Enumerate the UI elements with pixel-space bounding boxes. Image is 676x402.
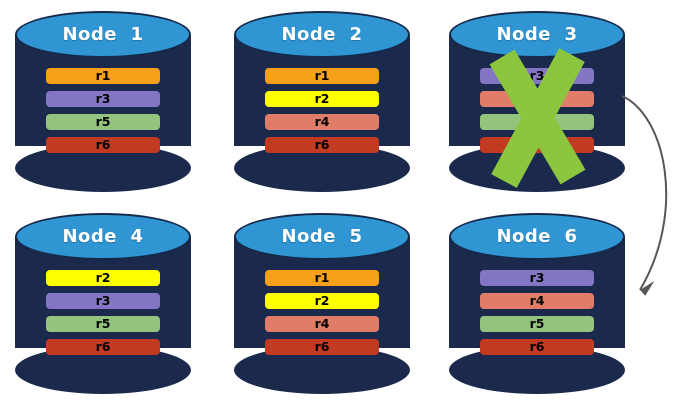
- replica-bar: r3: [480, 68, 594, 84]
- replica-bar: r4: [480, 293, 594, 309]
- replica-bar: r3: [46, 293, 160, 309]
- node-4-cylinder: Node 4 r2 r3 r5 r6: [15, 213, 191, 394]
- cylinder-top: Node 1: [15, 11, 191, 58]
- replica-label: r6: [529, 338, 545, 354]
- replica-bar: r3: [46, 91, 160, 107]
- replica-bar: r1: [265, 270, 379, 286]
- replica-label: r3: [529, 269, 545, 285]
- replica-label: r1: [314, 67, 330, 83]
- node-2-cylinder: Node 2 r1 r2 r4 r6: [234, 11, 410, 192]
- replica-bar: r6: [265, 137, 379, 153]
- replica-bar: r5: [46, 114, 160, 130]
- replica-list: r3: [480, 68, 594, 153]
- node-title: Node 5: [281, 226, 363, 247]
- node-1-cylinder: Node 1 r1 r3 r5 r6: [15, 11, 191, 192]
- node-title: Node 4: [62, 226, 144, 247]
- replica-label: r2: [314, 90, 330, 106]
- replica-bar: r2: [265, 91, 379, 107]
- node-title: Node 6: [496, 226, 578, 247]
- replica-label: r6: [95, 338, 111, 354]
- cylinder-top: Node 3: [449, 11, 625, 58]
- node-5-cylinder: Node 5 r1 r2 r4 r6: [234, 213, 410, 394]
- replica-bar: r6: [46, 339, 160, 355]
- replica-bar: r5: [480, 316, 594, 332]
- replica-label: r3: [95, 90, 111, 106]
- replica-bar: r6: [480, 339, 594, 355]
- replica-bar: [480, 91, 594, 107]
- replica-list: r1 r2 r4 r6: [265, 270, 379, 355]
- replica-label: r1: [95, 67, 111, 83]
- replica-label: r4: [314, 315, 330, 331]
- node-6-cylinder: Node 6 r3 r4 r5 r6: [449, 213, 625, 394]
- cylinder-top: Node 5: [234, 213, 410, 260]
- node-title: Node 3: [496, 24, 578, 45]
- replica-bar: r4: [265, 316, 379, 332]
- replica-label: r4: [529, 292, 545, 308]
- replica-bar: r1: [265, 68, 379, 84]
- replica-bar: r4: [265, 114, 379, 130]
- replica-bar: r2: [46, 270, 160, 286]
- replica-label: r2: [95, 269, 111, 285]
- replica-bar: [480, 137, 594, 153]
- replica-label: r6: [95, 136, 111, 152]
- replica-list: r3 r4 r5 r6: [480, 270, 594, 355]
- replica-label: r3: [95, 292, 111, 308]
- replica-bar: r2: [265, 293, 379, 309]
- replica-label: r5: [95, 113, 111, 129]
- node-3-cylinder: Node 3 r3: [449, 11, 625, 192]
- replica-bar: r1: [46, 68, 160, 84]
- node-title: Node 2: [281, 24, 363, 45]
- cylinder-top: Node 4: [15, 213, 191, 260]
- replica-label: r1: [314, 269, 330, 285]
- node-title: Node 1: [62, 24, 144, 45]
- replica-list: r2 r3 r5 r6: [46, 270, 160, 355]
- replica-bar: r5: [46, 316, 160, 332]
- replica-label: r5: [529, 315, 545, 331]
- replica-bar: r6: [46, 137, 160, 153]
- replica-list: r1 r2 r4 r6: [265, 68, 379, 153]
- replica-bar: [480, 114, 594, 130]
- replica-label: r4: [314, 113, 330, 129]
- cylinder-top: Node 6: [449, 213, 625, 260]
- replica-label: r3: [529, 67, 545, 83]
- replica-label: r6: [314, 338, 330, 354]
- replica-label: r2: [314, 292, 330, 308]
- cylinder-top: Node 2: [234, 11, 410, 58]
- replica-label: r5: [95, 315, 111, 331]
- replica-list: r1 r3 r5 r6: [46, 68, 160, 153]
- replica-bar: r6: [265, 339, 379, 355]
- replica-bar: r3: [480, 270, 594, 286]
- replica-label: r6: [314, 136, 330, 152]
